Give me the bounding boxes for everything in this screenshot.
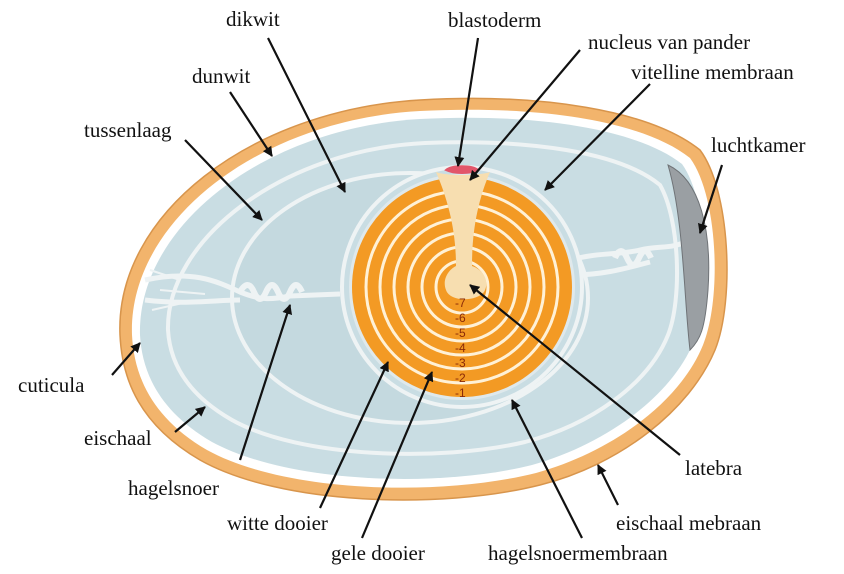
label-tussenlaag: tussenlaag xyxy=(84,120,171,141)
label-hagelsnoer: hagelsnoer xyxy=(128,478,219,499)
label-dikwit: dikwit xyxy=(226,9,280,30)
label-luchtkamer: luchtkamer xyxy=(711,135,805,156)
ring-number: -4 xyxy=(455,341,466,355)
blastoderm xyxy=(446,166,478,173)
ring-number: -7 xyxy=(455,296,466,310)
ring-number: -3 xyxy=(455,356,466,370)
ring-number: -2 xyxy=(455,371,466,385)
ring-number: -1 xyxy=(455,386,466,400)
label-witte-dooier: witte dooier xyxy=(227,513,328,534)
label-gele-dooier: gele dooier xyxy=(331,543,425,564)
label-cuticula: cuticula xyxy=(18,375,84,396)
label-dunwit: dunwit xyxy=(192,66,250,87)
label-vitelline-membraan: vitelline membraan xyxy=(631,62,794,83)
label-nucleus-van-pander: nucleus van pander xyxy=(588,32,750,53)
yolk-ring-numbers: -7 -6 -5 -4 -3 -2 -1 xyxy=(455,296,466,400)
label-eischaal-mebraan: eischaal mebraan xyxy=(616,513,761,534)
ring-number: -6 xyxy=(455,311,466,325)
label-blastoderm: blastoderm xyxy=(448,10,541,31)
label-hagelsnoermembraan: hagelsnoermembraan xyxy=(488,543,668,564)
label-latebra: latebra xyxy=(685,458,742,479)
ring-number: -5 xyxy=(455,326,466,340)
label-eischaal: eischaal xyxy=(84,428,152,449)
arrow-eischaal-mebraan xyxy=(598,465,618,505)
